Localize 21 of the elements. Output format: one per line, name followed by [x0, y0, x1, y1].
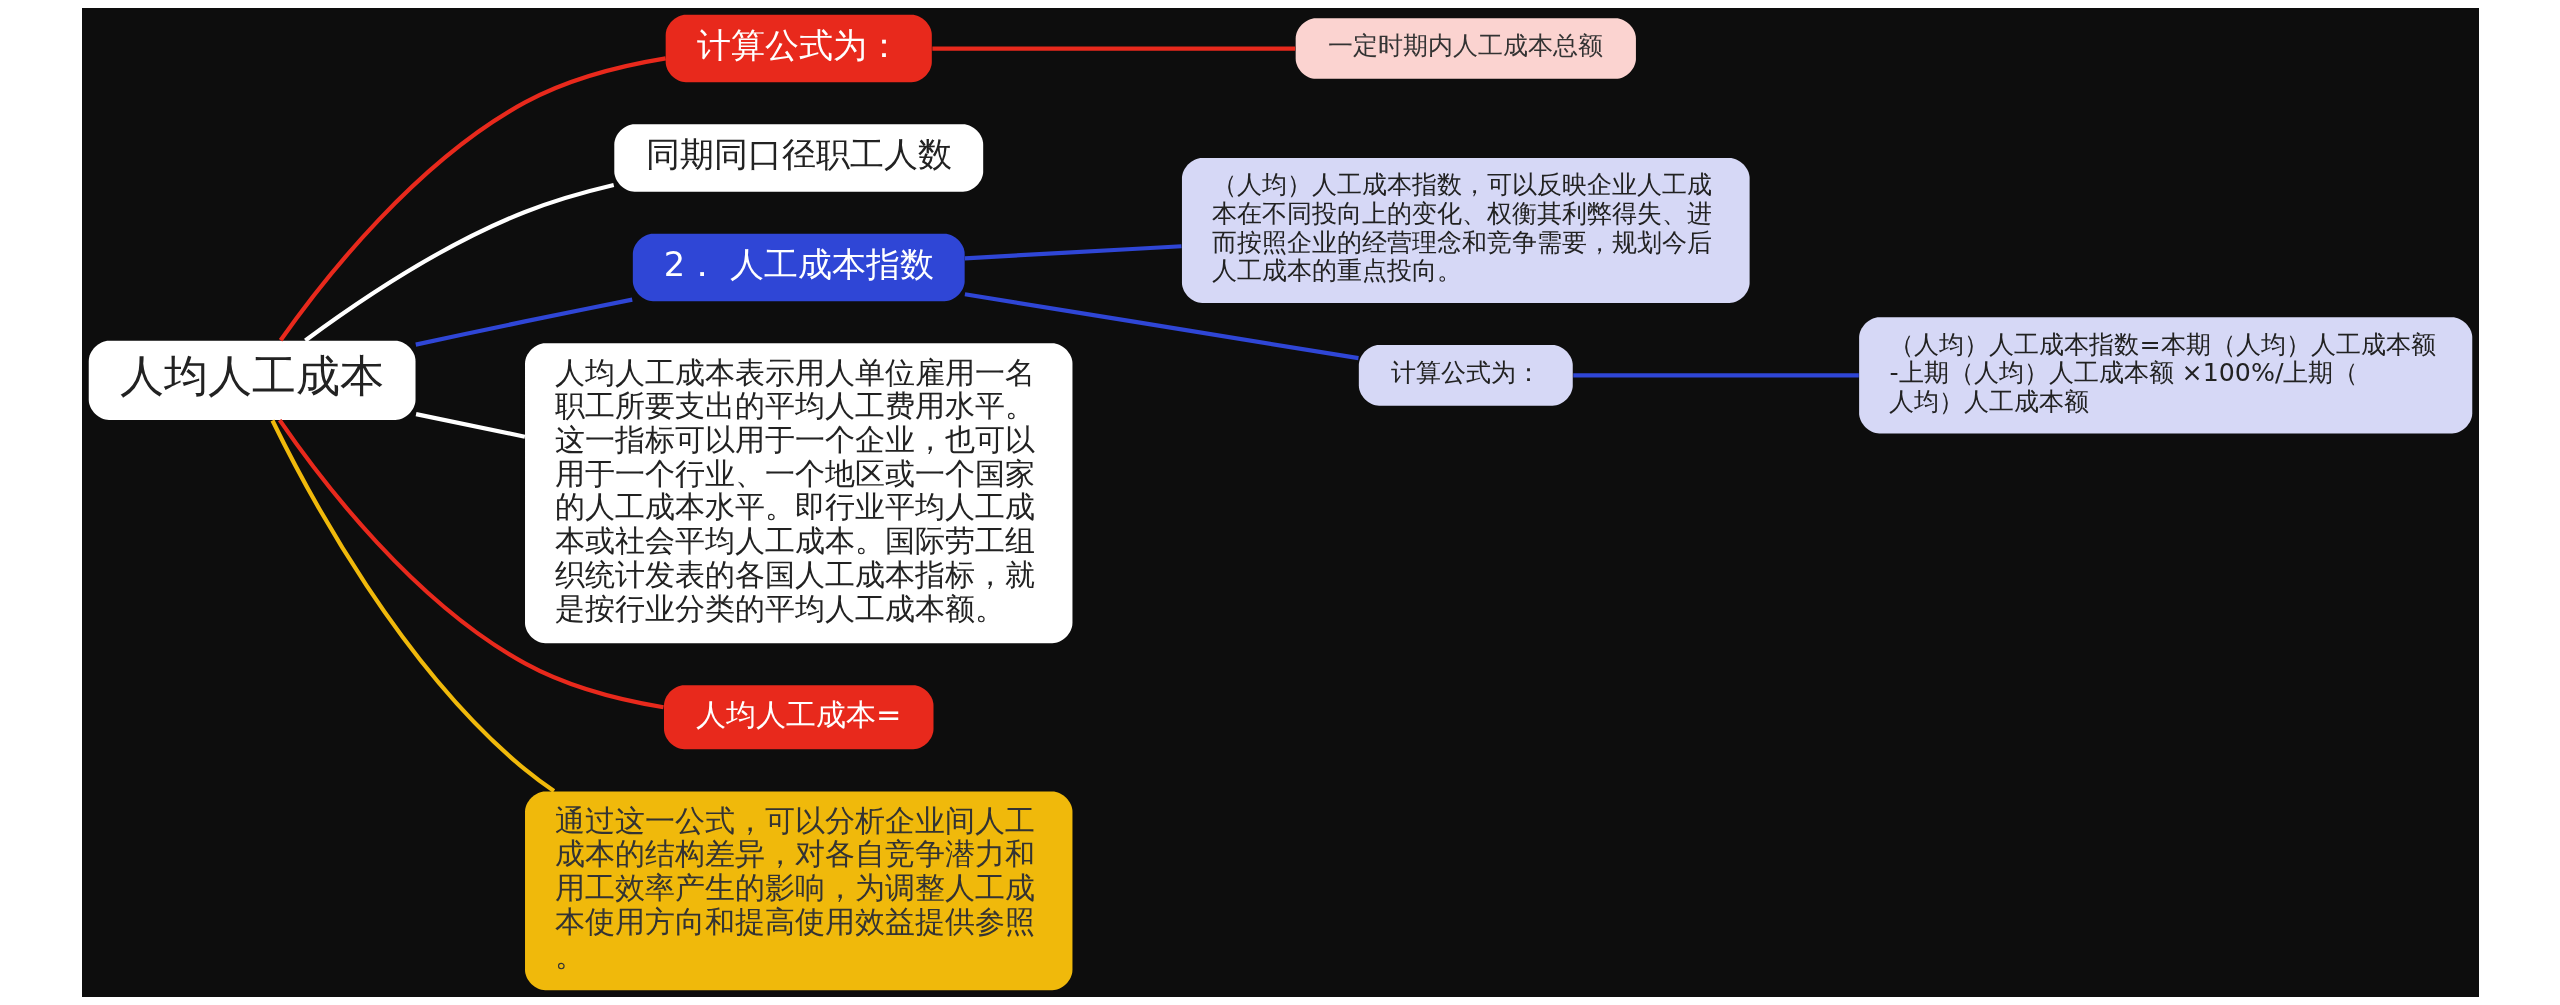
node-box: 计算公式为： [1358, 345, 1573, 406]
connector [964, 292, 1359, 361]
connector [303, 182, 614, 343]
node-box: （人均）人工成本指数，可以反映企业人工成本在不同投向上的变化、权衡其利弊得失、进而按照企业的经营理念和竞争需要，规划今后人工成本的重点投向。 [1181, 158, 1750, 303]
node-box: 同期同口径职工人数 [613, 124, 983, 192]
node-box: 人均人工成本表示用人单位雇用一名职工所要支出的平均人工费用水平。这一指标可以用于一个企业，也可以用于一个行业、一个地区或一个国家的人工成本水平。即行业平均人工成本或社会平均人工成本。国际劳工组织统计发表的各国人工成本指标，就是按行业分类的平均人工成本额。 [524, 343, 1072, 644]
connector [964, 244, 1182, 261]
connector [414, 297, 633, 347]
node-box: 一定时期内人工成本总额 [1295, 18, 1636, 79]
node-box: 人均人工成本 [88, 340, 415, 420]
connector [270, 419, 555, 793]
connector [277, 418, 664, 710]
node-box: 通过这一公式，可以分析企业间人工成本的结构差异，对各自竞争潜力和用工效率产生的影响，为调整人工成本使用方向和提高使用效益提供参照。 [524, 791, 1072, 991]
connector [278, 56, 666, 342]
connector [415, 412, 525, 439]
connector [931, 46, 1295, 51]
node-box: （人均）人工成本指数=本期（人均）人工成本额-上期（人均）人工成本额 ×100%/上期（人均）人工成本额 [1858, 317, 2472, 434]
node-box: 2． 人工成本指数 [632, 233, 965, 302]
connector [1572, 373, 1859, 378]
node-box: 人均人工成本= [663, 685, 933, 750]
node-box: 计算公式为： [665, 14, 932, 83]
